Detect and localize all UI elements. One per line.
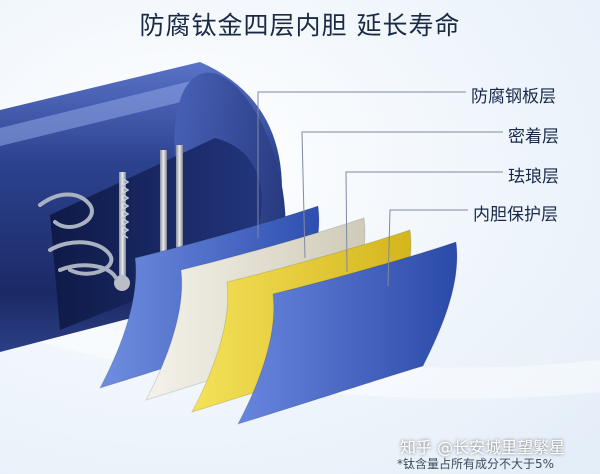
inner-pipe bbox=[176, 145, 183, 295]
leader-lines bbox=[257, 91, 503, 287]
footnote: *钛含量占所有成分不大于5% bbox=[397, 457, 555, 471]
watermark: 知乎 @长安城里望繁星 bbox=[400, 438, 566, 457]
layer-label-enamel: 珐琅层 bbox=[508, 167, 559, 187]
thread-detail bbox=[120, 177, 130, 239]
tank-interior bbox=[50, 138, 262, 330]
layer-sheets bbox=[98, 205, 458, 425]
leader-line-adhesion bbox=[301, 131, 503, 259]
anode-rod bbox=[119, 172, 126, 287]
layer-sheet-protective bbox=[236, 241, 458, 425]
page-title: 防腐钛金四层内胆 延长寿命 bbox=[139, 11, 461, 40]
tank-highlight bbox=[0, 80, 222, 146]
leader-line-enamel bbox=[345, 171, 503, 273]
floor-reflection bbox=[0, 300, 600, 399]
layer-label-protective: 内胆保护层 bbox=[473, 205, 558, 225]
leader-line-steel bbox=[257, 91, 466, 238]
heating-element bbox=[38, 192, 118, 280]
layer-label-adhesion: 密着层 bbox=[508, 127, 559, 147]
inner-pipe bbox=[160, 150, 167, 300]
layer-label-steel: 防腐钢板层 bbox=[471, 87, 556, 107]
leader-line-protective bbox=[387, 209, 468, 287]
flange-nut bbox=[114, 275, 130, 291]
